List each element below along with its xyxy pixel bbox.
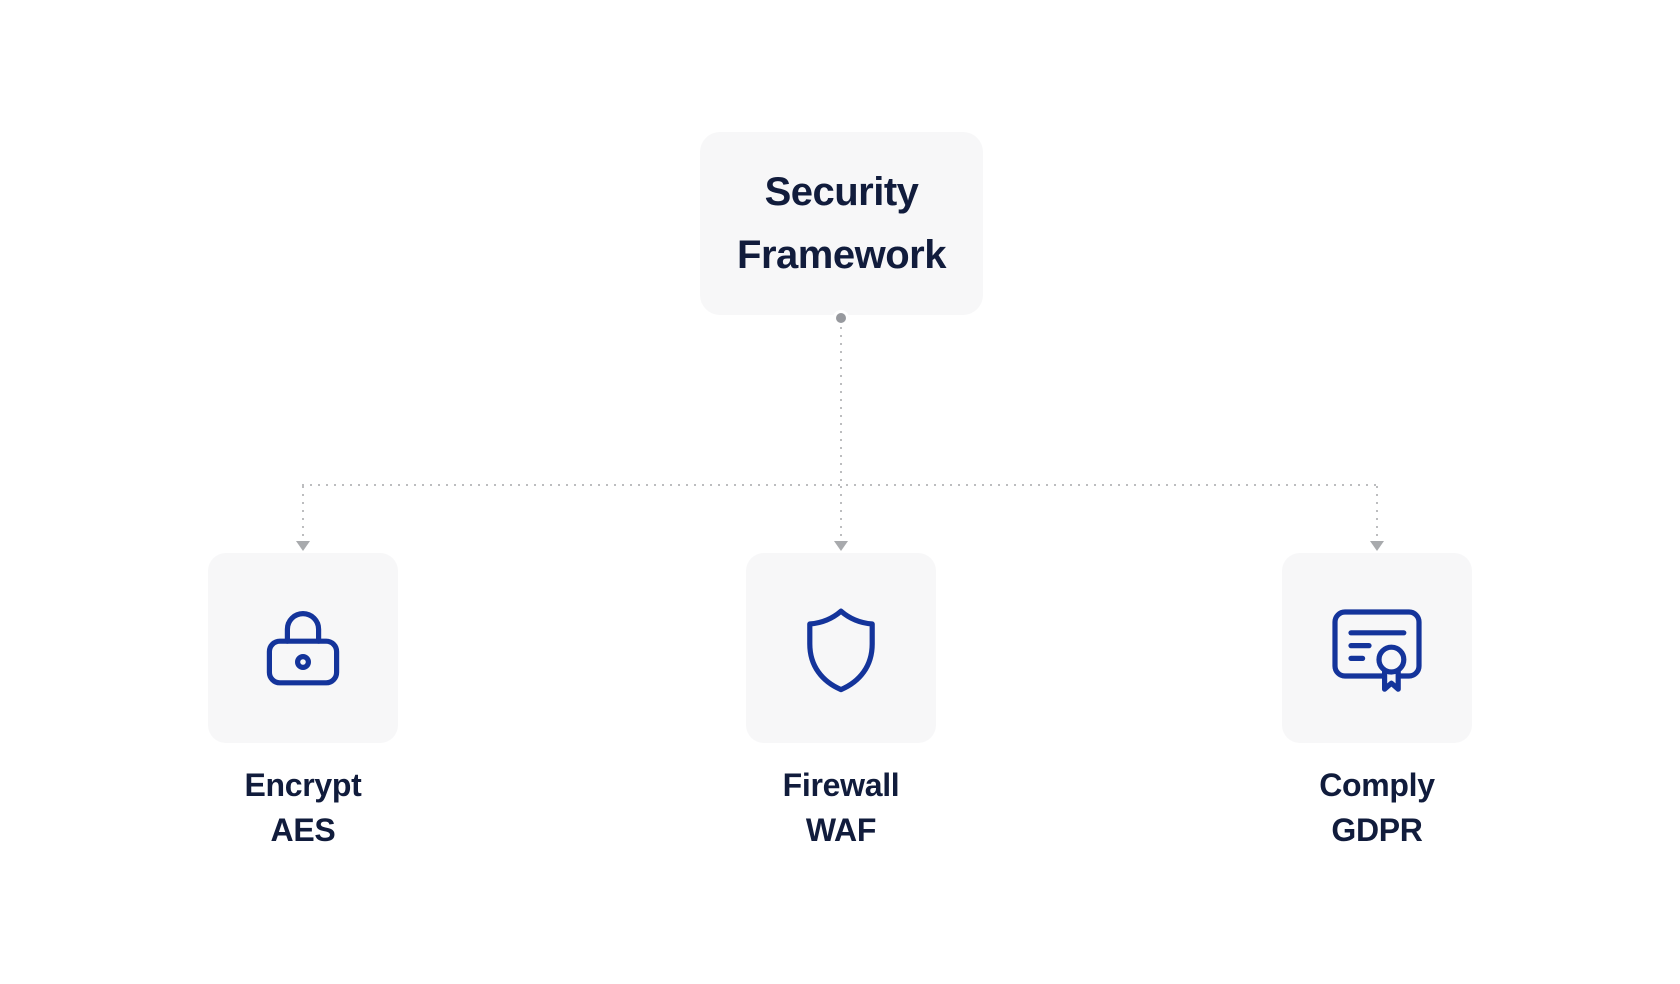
certificate-icon [1332,609,1422,692]
arrow-down-icon [834,541,848,551]
connector-drop-line-left [302,486,304,540]
shield-icon [807,608,875,693]
node-comply-label: Comply GDPR [1319,763,1435,853]
node-firewall-label: Firewall WAF [783,763,900,853]
root-node-title-line1: Security [764,169,919,214]
arrow-down-icon [1370,541,1384,551]
node-group-comply: Comply GDPR [1282,553,1472,853]
connector-branch-line [302,484,1378,486]
node-firewall-label-line2: WAF [805,812,877,848]
connector-trunk-line [840,327,842,485]
node-firewall-label-line1: Firewall [782,767,900,803]
node-encrypt-label: Encrypt AES [244,763,361,853]
root-node-title-line2: Framework [737,232,946,277]
connector-drop-line-middle [840,486,842,540]
node-comply[interactable] [1282,553,1472,743]
node-comply-label-line1: Comply [1319,767,1435,803]
node-comply-label-line2: GDPR [1331,812,1423,848]
arrow-down-icon [296,541,310,551]
node-encrypt-label-line2: AES [270,812,336,848]
connector-drop-line-right [1376,486,1378,540]
lock-icon [266,611,340,686]
node-firewall[interactable] [746,553,936,743]
connector-junction-dot [836,313,846,323]
node-encrypt-label-line1: Encrypt [244,767,362,803]
node-group-firewall: Firewall WAF [746,553,936,853]
node-group-encrypt: Encrypt AES [208,553,398,853]
node-encrypt[interactable] [208,553,398,743]
node-security-framework[interactable]: Security Framework [700,132,983,315]
